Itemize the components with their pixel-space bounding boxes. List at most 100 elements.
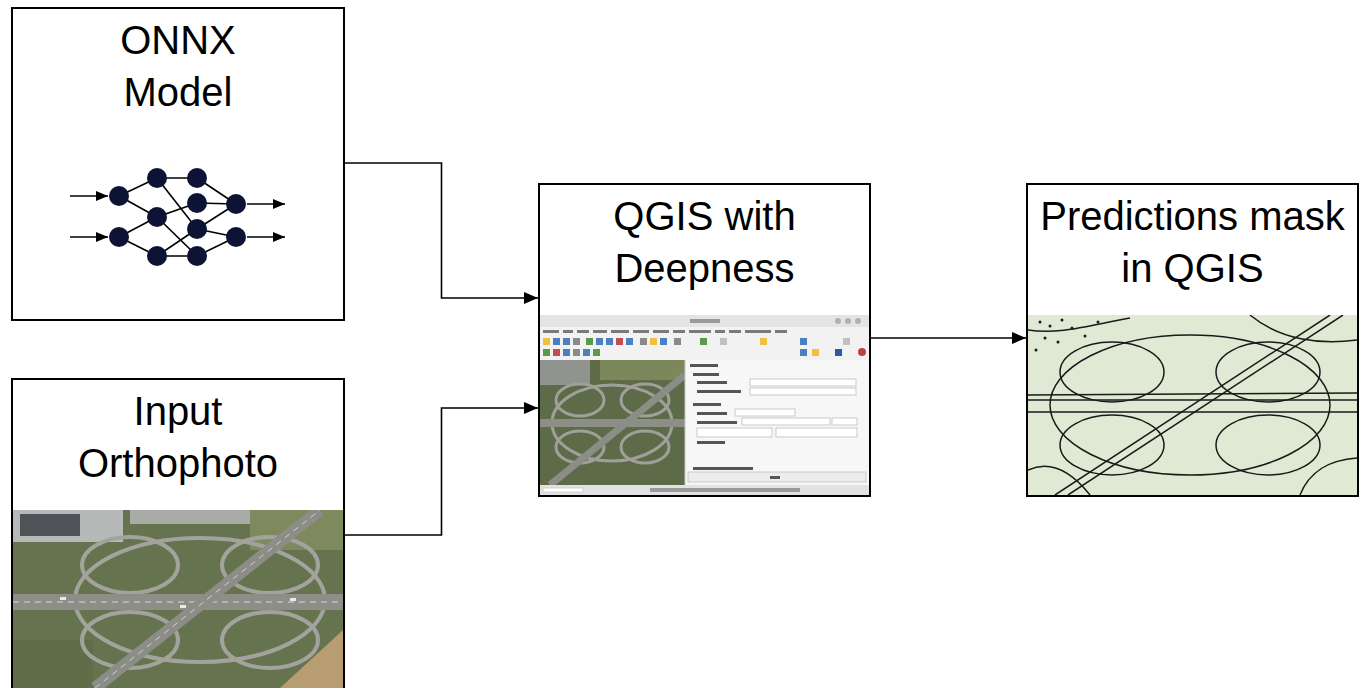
neural-network-icon-part-part — [187, 168, 207, 188]
neural-network-icon-part-part — [247, 236, 285, 238]
qgis-screenshot-part — [770, 476, 780, 479]
predictions-mask-image-part-part — [1044, 337, 1047, 340]
qgis-screenshot-part — [697, 379, 857, 437]
box-title: Predictions mask in QGIS — [1033, 190, 1353, 294]
qgis-screenshot-part-part — [553, 338, 560, 345]
qgis-screenshot-part — [685, 360, 869, 485]
neural-network-icon-part-part — [187, 246, 207, 266]
qgis-screenshot-part-part — [690, 364, 718, 367]
predictions-mask-image-part-part — [1049, 325, 1052, 328]
qgis-screenshot-part — [543, 488, 583, 492]
qgis-screenshot — [540, 315, 869, 495]
predictions-mask-image-part-part — [1216, 415, 1320, 475]
predictions-mask-image-part-part — [1039, 321, 1042, 324]
qgis-screenshot-part-part — [600, 360, 685, 380]
orthophoto-image-part — [95, 510, 320, 688]
qgis-screenshot-part-part — [563, 330, 573, 333]
orthophoto-image-part-part — [82, 537, 178, 593]
qgis-screenshot-part-part — [593, 330, 607, 333]
qgis-screenshot-part-part — [543, 330, 559, 333]
flow-arrow — [345, 408, 538, 535]
qgis-screenshot-part-part-part — [556, 384, 604, 416]
box-title: QGIS with Deepness — [545, 190, 865, 294]
qgis-screenshot-part — [845, 318, 851, 324]
neural-network-icon-part-part — [109, 227, 129, 247]
qgis-screenshot-part-part — [563, 338, 570, 345]
qgis-screenshot-part-part — [735, 409, 795, 416]
qgis-screenshot-part-part — [700, 338, 707, 345]
qgis-screenshot-part-part — [540, 360, 685, 485]
qgis-screenshot-part-part — [750, 379, 856, 386]
qgis-screenshot-part-part — [760, 338, 767, 345]
qgis-screenshot-part — [543, 330, 787, 333]
qgis-screenshot-part-part — [715, 330, 725, 333]
flow-arrow — [345, 163, 538, 298]
qgis-screenshot-part-part — [606, 338, 613, 345]
qgis-screenshot-part-part — [540, 419, 685, 427]
predictions-mask-image-part-part — [1028, 466, 1090, 495]
orthophoto-image-part — [280, 630, 343, 688]
predictions-mask-image-part-part — [1068, 315, 1343, 495]
neural-network-icon-part-part — [247, 203, 285, 205]
qgis-screenshot-part-part — [697, 390, 741, 393]
orthophoto-image-part — [20, 514, 80, 536]
qgis-screenshot-part-part — [697, 441, 725, 444]
qgis-screenshot-part-part — [550, 375, 685, 485]
predictions-mask-image-part-part — [1097, 321, 1100, 324]
qgis-screenshot-part-part — [673, 330, 685, 333]
qgis-screenshot-part-part — [616, 338, 623, 345]
orthophoto-image-part-part — [222, 612, 318, 668]
orthophoto-image-part — [95, 510, 320, 688]
orthophoto-image-part-part — [180, 605, 186, 608]
qgis-screenshot-part-part — [573, 349, 580, 356]
predictions-mask-image-part-part — [1060, 342, 1164, 402]
neural-network-icon-part — [70, 178, 285, 256]
neural-network-icon-part-part — [187, 219, 207, 239]
process-box: Predictions mask in QGIS — [1026, 183, 1359, 497]
qgis-screenshot-part-part — [750, 388, 856, 395]
flow-arrow — [871, 337, 1026, 339]
qgis-screenshot-part-part — [800, 338, 807, 345]
qgis-screenshot-part-part — [697, 381, 727, 384]
qgis-screenshot-part-part — [596, 338, 603, 345]
neural-network-icon-part-part — [70, 195, 108, 197]
qgis-screenshot-part-part — [650, 338, 657, 345]
orthophoto-image-part — [13, 640, 93, 688]
box-title: ONNX Model — [78, 14, 278, 118]
neural-network-icon-part-part — [109, 186, 129, 206]
qgis-screenshot-part-part — [693, 373, 719, 376]
neural-network-icon-part-part — [70, 236, 108, 238]
predictions-mask-image-part-part — [1084, 335, 1087, 338]
qgis-screenshot-part — [855, 318, 861, 324]
qgis-screenshot-part-part — [689, 330, 711, 333]
predictions-mask-image — [1028, 315, 1357, 495]
neural-network-icon-part-part — [226, 227, 246, 247]
predictions-mask-image-part — [1028, 315, 1357, 495]
orthophoto-image-part-part — [60, 597, 66, 600]
predictions-mask-image-part-part — [1071, 327, 1074, 330]
qgis-screenshot-part-part — [563, 349, 570, 356]
qgis-screenshot-part-part — [800, 349, 807, 356]
qgis-screenshot-part-part — [745, 330, 771, 333]
qgis-screenshot-part-part — [626, 338, 633, 345]
predictions-mask-image-part-part — [1057, 341, 1060, 344]
qgis-screenshot-part-part — [832, 418, 857, 425]
qgis-screenshot-part-part — [611, 330, 629, 333]
qgis-screenshot-part-part — [553, 349, 560, 356]
qgis-screenshot-part-part — [640, 338, 647, 345]
qgis-screenshot-part-part — [583, 349, 590, 356]
qgis-screenshot-part-part — [775, 330, 787, 333]
neural-network-icon-part — [109, 168, 246, 266]
qgis-screenshot-part-part-part — [621, 431, 669, 463]
neural-network-icon-part-part — [147, 207, 167, 227]
predictions-mask-image-part-part — [1061, 319, 1064, 322]
orthophoto-image-part — [13, 510, 343, 688]
qgis-screenshot-part-part — [693, 467, 753, 470]
qgis-screenshot-part-part — [858, 348, 866, 356]
qgis-screenshot-part-part — [843, 338, 850, 345]
box-title: Input Orthophoto — [63, 385, 293, 489]
predictions-mask-image-part-part — [1050, 335, 1330, 475]
qgis-screenshot-part — [650, 488, 800, 492]
qgis-screenshot-part-part — [729, 330, 741, 333]
qgis-screenshot-part-part — [593, 349, 600, 356]
